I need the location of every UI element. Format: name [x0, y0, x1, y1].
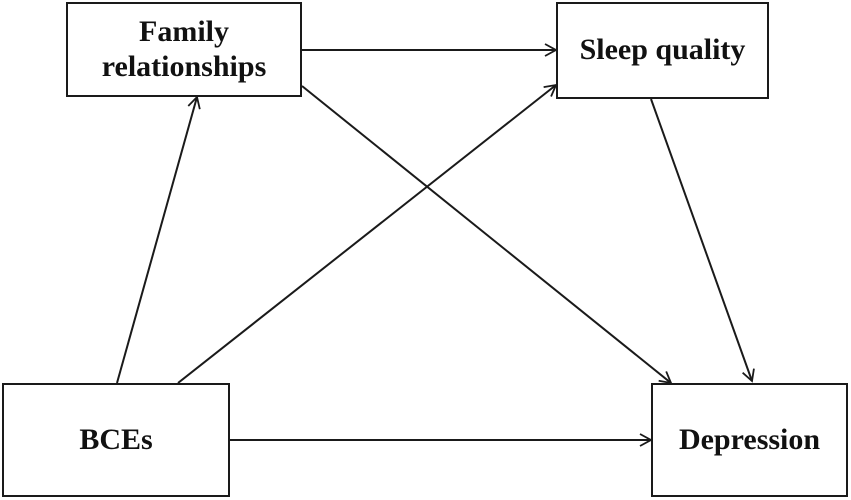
bces-label: BCEs — [79, 422, 153, 456]
arrow-sleep-quality-to-depression — [650, 98, 755, 383]
sleep-quality-box: Sleep quality — [556, 2, 769, 99]
depression-label: Depression — [678, 422, 821, 456]
depression-box: Depression — [651, 383, 848, 497]
family-relationships-box: Family relationships — [66, 2, 302, 97]
family-relationships-label: Family relationships — [101, 15, 267, 83]
bces-box: BCEs — [2, 383, 230, 497]
edge-layer — [116, 43, 755, 447]
arrow-bces-to-family-relationships — [116, 95, 201, 384]
arrow-bces-to-sleep-quality — [177, 83, 558, 384]
sleep-quality-label: Sleep quality — [579, 33, 746, 67]
arrow-family-relationships-to-depression — [301, 85, 673, 385]
